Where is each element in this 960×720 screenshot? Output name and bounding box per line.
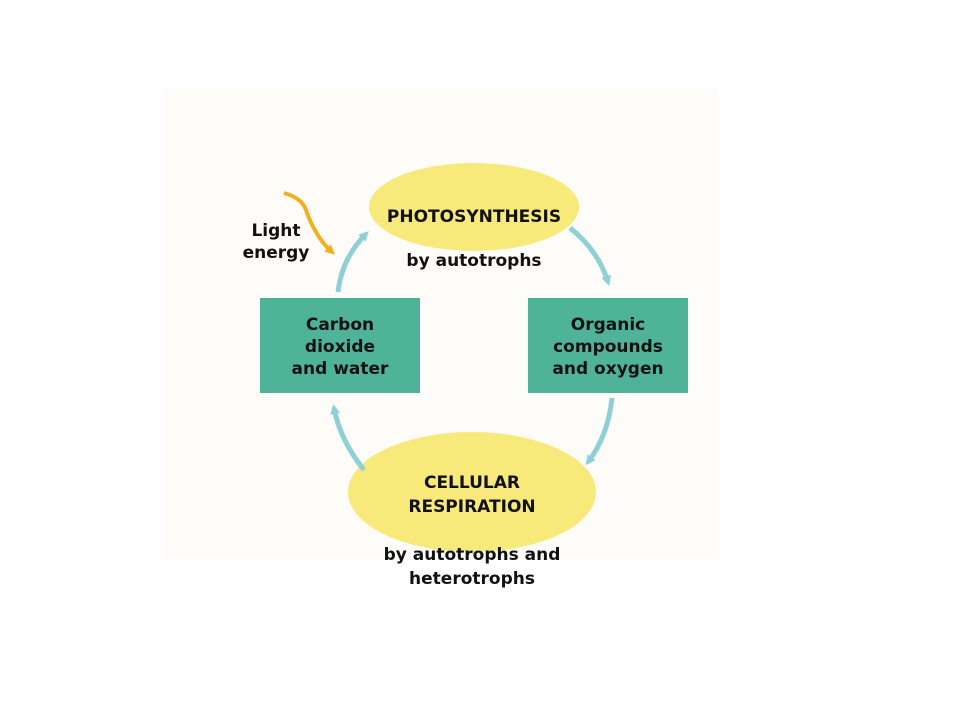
cellular-respiration-node: [348, 432, 596, 552]
cellular-respiration-title: CELLULAR RESPIRATION: [408, 473, 536, 517]
cellular-respiration-subtitle: by autotrophs and heterotrophs: [383, 545, 561, 589]
arrow-organic-to-respiration: [585, 397, 615, 466]
carbon-dioxide-node: [260, 298, 420, 393]
photosynthesis-subtitle: by autotrophs: [406, 251, 542, 271]
photosynthesis-label: PHOTOSYNTHESIS by autotrophs: [368, 184, 580, 294]
light-energy-arrow: [283, 191, 335, 255]
organic-compounds-label: Organic compounds and oxygen: [552, 315, 664, 379]
arrow-carbon-to-photosynthesis: [335, 231, 369, 293]
arrow-photosynthesis-to-organic: [568, 226, 611, 286]
organic-compounds-node: [528, 298, 688, 393]
photosynthesis-title: PHOTOSYNTHESIS: [386, 207, 562, 227]
carbon-dioxide-label: Carbon dioxide and water: [291, 315, 389, 379]
cellular-respiration-label: CELLULAR RESPIRATION by autotrophs and h…: [350, 447, 594, 615]
arrow-respiration-to-carbon: [330, 404, 366, 472]
light-energy-label: Light energy: [242, 221, 310, 263]
photosynthesis-node: [369, 163, 579, 251]
